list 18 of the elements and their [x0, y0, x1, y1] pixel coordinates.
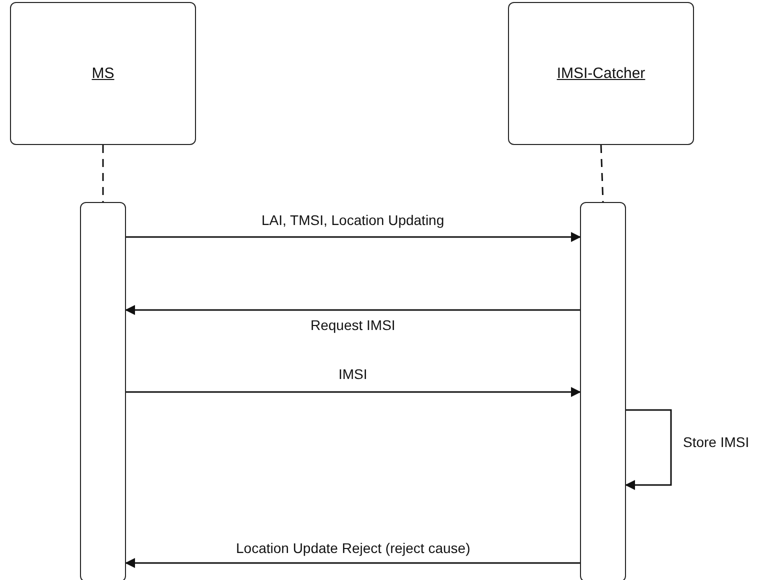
message-label: Store IMSI — [683, 434, 750, 450]
message-arrow — [125, 305, 580, 315]
activation-bar — [580, 202, 626, 580]
participant-name: MS — [92, 65, 114, 82]
participant-box — [508, 2, 694, 145]
message-arrow — [126, 387, 581, 397]
message-label: Location Update Reject (reject cause) — [236, 540, 470, 556]
lifeline — [102, 145, 104, 202]
message-label: Request IMSI — [310, 317, 396, 333]
participant-box — [10, 2, 196, 145]
message-arrow — [125, 558, 580, 568]
lifeline — [600, 144, 604, 202]
self-message-arrow — [625, 409, 672, 490]
message-arrow — [126, 232, 581, 242]
activation-bar — [80, 202, 126, 580]
message-label: LAI, TMSI, Location Updating — [262, 212, 444, 228]
message-label: IMSI — [338, 366, 368, 382]
participant-name: IMSI-Catcher — [556, 65, 646, 82]
